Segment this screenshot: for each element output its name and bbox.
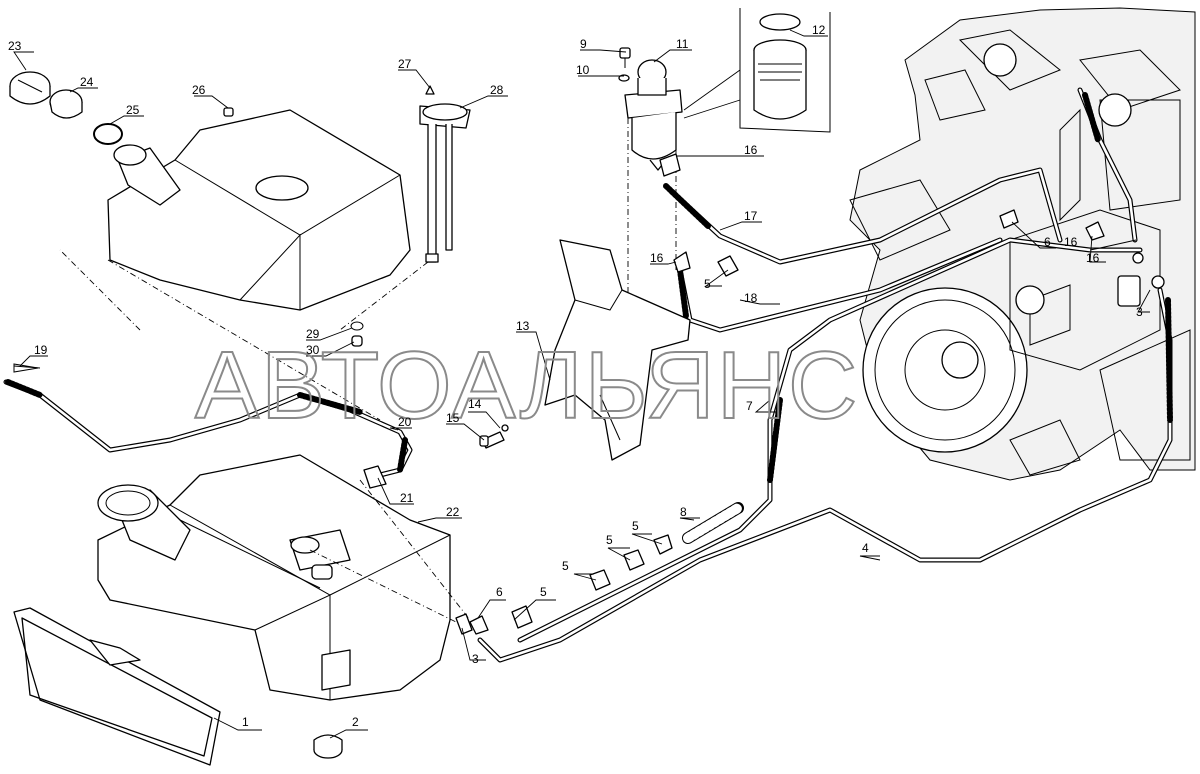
leader-lines <box>13 29 1151 739</box>
callout-29: 29 <box>306 327 320 341</box>
fuel-filter-11 <box>618 47 683 295</box>
callout-28: 28 <box>490 83 504 97</box>
callout-16c: 16 <box>1064 235 1078 249</box>
callout-5d: 5 <box>606 533 613 547</box>
tank-strap-1 <box>13 607 221 766</box>
callout-7: 7 <box>746 399 753 413</box>
fuel-pump <box>1117 275 1141 307</box>
tank-cap-22 <box>97 484 159 522</box>
callout-16a: 16 <box>744 143 758 157</box>
callout-23: 23 <box>8 39 22 53</box>
callout-24: 24 <box>80 75 94 89</box>
callout-26: 26 <box>192 83 206 97</box>
plug-26 <box>223 107 234 117</box>
callout-3b: 3 <box>1136 305 1143 319</box>
bolt-15-washer-14 <box>479 424 509 449</box>
callout-19: 19 <box>34 343 48 357</box>
callout-3a: 3 <box>472 652 479 666</box>
callout-13: 13 <box>516 319 530 333</box>
callout-20: 20 <box>398 415 412 429</box>
callout-6a: 6 <box>496 585 503 599</box>
callout-25: 25 <box>126 103 140 117</box>
callout-8: 8 <box>680 505 687 519</box>
callout-labels: 1 2 3 3 4 5 5 5 5 5 6 6 7 8 9 10 11 12 1… <box>8 23 1143 729</box>
callout-30: 30 <box>306 343 320 357</box>
callout-5e: 5 <box>632 519 639 533</box>
callout-21: 21 <box>400 491 414 505</box>
fuel-tank-22 <box>97 454 451 701</box>
callout-5b: 5 <box>540 585 547 599</box>
fuel-level-sender-28 <box>339 85 471 331</box>
filler-parts <box>9 71 234 145</box>
fuel-tank-upper <box>59 109 411 421</box>
watermark-text: АВТОАЛЬЯНС <box>195 332 859 439</box>
washer-10 <box>618 74 630 82</box>
callout-6b: 6 <box>1044 235 1051 249</box>
mounting-bracket-13 <box>544 239 691 461</box>
callout-17: 17 <box>744 209 758 223</box>
callout-5c: 5 <box>562 559 569 573</box>
callout-4: 4 <box>862 541 869 555</box>
connectors <box>309 153 1105 635</box>
callout-14: 14 <box>468 397 482 411</box>
callout-22: 22 <box>446 505 460 519</box>
callout-16d: 16 <box>1086 251 1100 265</box>
seal-ring-25 <box>93 123 123 145</box>
callout-11: 11 <box>676 37 689 51</box>
rubber-pad-2 <box>313 734 343 759</box>
bolt-9 <box>619 47 631 59</box>
fuel-lines <box>3 87 1173 663</box>
callout-15: 15 <box>446 411 460 425</box>
callout-27: 27 <box>398 57 412 71</box>
hose-clamps-5 <box>511 255 739 629</box>
callout-18: 18 <box>744 291 758 305</box>
callout-16b: 16 <box>650 251 664 265</box>
callout-9: 9 <box>580 37 587 51</box>
callout-12: 12 <box>812 23 826 37</box>
clamp-29-30 <box>350 321 364 347</box>
filter-element-12 <box>683 8 831 133</box>
callout-5a: 5 <box>704 277 711 291</box>
corrugated-sleeve-8 <box>682 502 744 544</box>
callout-10: 10 <box>576 63 590 77</box>
callout-1: 1 <box>242 715 249 729</box>
callout-2: 2 <box>352 715 359 729</box>
